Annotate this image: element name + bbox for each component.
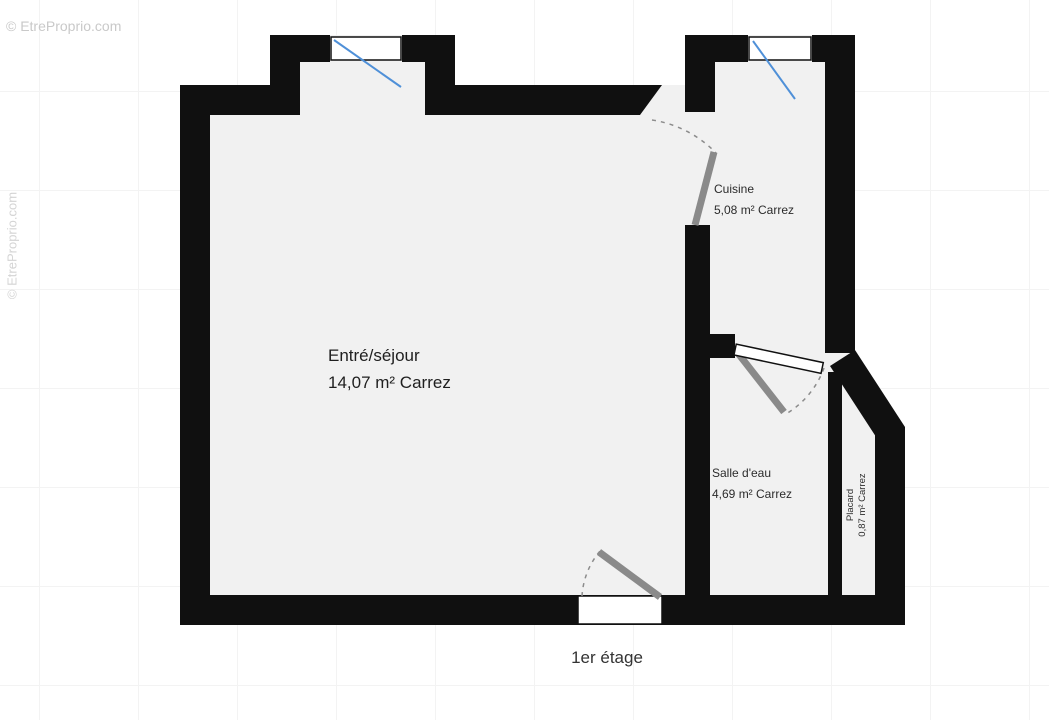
wall-interior-stub [710, 334, 735, 358]
wall-diagonal-corner [830, 350, 905, 443]
wall-interior-vertical [685, 225, 710, 595]
kitchen-door-arc-icon [651, 119, 717, 154]
wall-right-upper [825, 35, 855, 353]
wall-bay1-top-left [270, 35, 330, 62]
floor-title: 1er étage [571, 648, 643, 667]
wall-top-center [425, 85, 662, 115]
wall-bottom [180, 595, 905, 625]
bathroom-door-arc-icon [785, 367, 825, 415]
watermark-text: © EtreProprio.com [6, 18, 122, 34]
wall-bay2-top-left [685, 35, 748, 62]
room-area: 4,69 m² Carrez [712, 487, 793, 501]
window-icon-top-right [748, 36, 812, 100]
wall-placard-left [828, 372, 842, 595]
room-area: 0,87 m² Carrez [857, 473, 868, 537]
entrance-door-leaf-icon [596, 549, 663, 600]
bathroom-door-leaf-icon [734, 349, 787, 415]
wall-left [180, 85, 210, 625]
room-name: Salle d'eau [712, 466, 772, 480]
room-label-cuisine: Cuisine 5,08 m² Carrez [714, 179, 794, 221]
walls-layer [180, 35, 905, 625]
room-area: 5,08 m² Carrez [714, 203, 795, 217]
window-icon-top-left [330, 36, 402, 88]
room-area: 14,07 m² Carrez [328, 373, 451, 392]
kitchen-door-leaf-icon [691, 151, 718, 226]
room-name: Cuisine [714, 182, 755, 196]
bathroom-door-panel-icon [733, 343, 825, 375]
door-leaves [596, 151, 787, 600]
room-name: Entré/séjour [328, 346, 420, 365]
entrance-door-opening [577, 595, 663, 625]
room-name: Placard [845, 488, 856, 522]
room-label-sejour: Entré/séjour 14,07 m² Carrez [328, 342, 451, 396]
room-label-placard: Placard 0,87 m² Carrez [845, 450, 869, 560]
room-label-salle-eau: Salle d'eau 4,69 m² Carrez [712, 463, 792, 505]
wall-right-lower [875, 427, 905, 625]
floor-area [180, 35, 905, 625]
